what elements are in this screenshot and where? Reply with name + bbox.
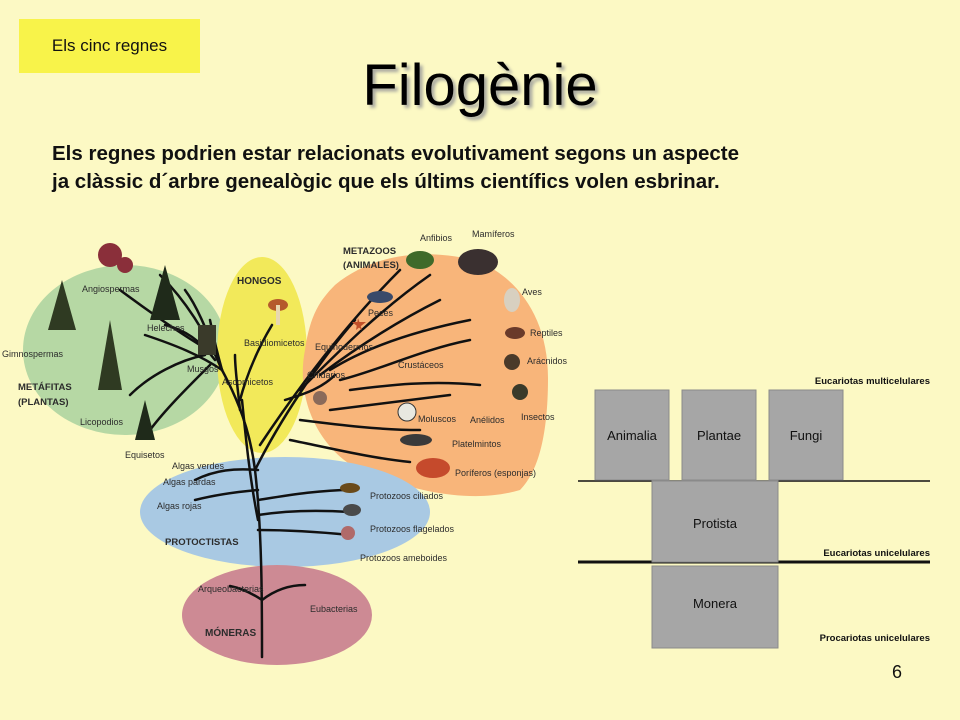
slide-tag: Els cinc regnes <box>19 19 200 73</box>
kingdom-metafitas-line2: (PLANTAS) <box>18 397 68 408</box>
label-helechos: Helechos <box>147 323 185 333</box>
label-peces: Peces <box>368 308 394 318</box>
kingdom-metazoos-line1: METAZOOS <box>343 246 396 257</box>
level-label-multicelulares: Eucariotas multicelulares <box>815 376 930 387</box>
label-protozoos-ameboides: Protozoos ameboides <box>360 553 448 563</box>
box-fungi-label: Fungi <box>790 428 823 443</box>
slide-description: Els regnes podrien estar relacionats evo… <box>52 140 912 196</box>
label-anfibios: Anfibios <box>420 233 453 243</box>
box-animalia <box>594 389 670 481</box>
label-anelidos: Anélidos <box>470 415 505 425</box>
label-aves: Aves <box>522 287 542 297</box>
label-reptiles: Reptiles <box>530 328 563 338</box>
box-animalia-label: Animalia <box>607 428 658 443</box>
label-ascomicetos: Ascomicetos <box>222 377 274 387</box>
label-angiospermas: Angiospermas <box>82 284 140 294</box>
kingdom-metafitas-line1: METÁFITAS <box>18 382 72 393</box>
box-fungi <box>768 389 844 481</box>
organism-icons <box>48 243 528 540</box>
label-aracnidos: Arácnidos <box>527 356 568 366</box>
box-monera <box>651 565 779 649</box>
kingdom-protoctistas: PROTOCTISTAS <box>165 537 239 548</box>
label-basidiomicetos: Basidiomicetos <box>244 338 305 348</box>
label-mamiferos: Mamíferos <box>472 229 515 239</box>
label-musgos: Musgos <box>187 364 219 374</box>
label-protozoos-ciliados: Protozoos ciliados <box>370 491 444 501</box>
label-equisetos: Equisetos <box>125 450 165 460</box>
label-arqueobacterias: Arqueobacterias <box>198 584 264 594</box>
label-licopodios: Licopodios <box>80 417 124 427</box>
description-line-1: Els regnes podrien estar relacionats evo… <box>52 142 739 165</box>
label-insectos: Insectos <box>521 412 555 422</box>
box-plantae <box>681 389 757 481</box>
label-platelmintos: Platelmintos <box>452 439 502 449</box>
label-equinodermos: Equinodermos <box>315 342 374 352</box>
moneras-region <box>182 565 372 665</box>
page-number: 6 <box>891 662 902 682</box>
label-cnidarios: Cnidarios <box>307 370 346 380</box>
box-plantae-label: Plantae <box>697 428 741 443</box>
animales-region <box>302 254 548 497</box>
slide-title: Filogènie <box>362 53 598 118</box>
kingdom-metazoos-line2: (ANIMALES) <box>343 260 399 271</box>
box-monera-label: Monera <box>693 596 738 611</box>
kingdom-hongos: HONGOS <box>237 276 282 287</box>
tree-branches <box>118 268 482 659</box>
label-algas-rojas: Algas rojas <box>157 501 202 511</box>
kingdom-moneras: MÓNERAS <box>205 626 256 639</box>
label-moluscos: Moluscos <box>418 414 457 424</box>
level-label-unicelulares: Eucariotas unicelulares <box>823 548 930 559</box>
box-protista <box>651 480 779 563</box>
label-poriferos: Poríferos (esponjas) <box>455 468 536 478</box>
label-eubacterias: Eubacterias <box>310 604 358 614</box>
box-protista-label: Protista <box>693 516 738 531</box>
label-algas-verdes: Algas verdes <box>172 461 225 471</box>
level-label-procariotas: Procariotas unicelulares <box>820 633 930 644</box>
description-line-2: ja clàssic d´arbre genealògic que els úl… <box>52 170 720 193</box>
label-algas-pardas: Algas pardas <box>163 477 216 487</box>
label-gimnospermas: Gimnospermas <box>2 349 64 359</box>
label-protozoos-flagelados: Protozoos flagelados <box>370 524 455 534</box>
label-crustaceos: Crustáceos <box>398 360 444 370</box>
